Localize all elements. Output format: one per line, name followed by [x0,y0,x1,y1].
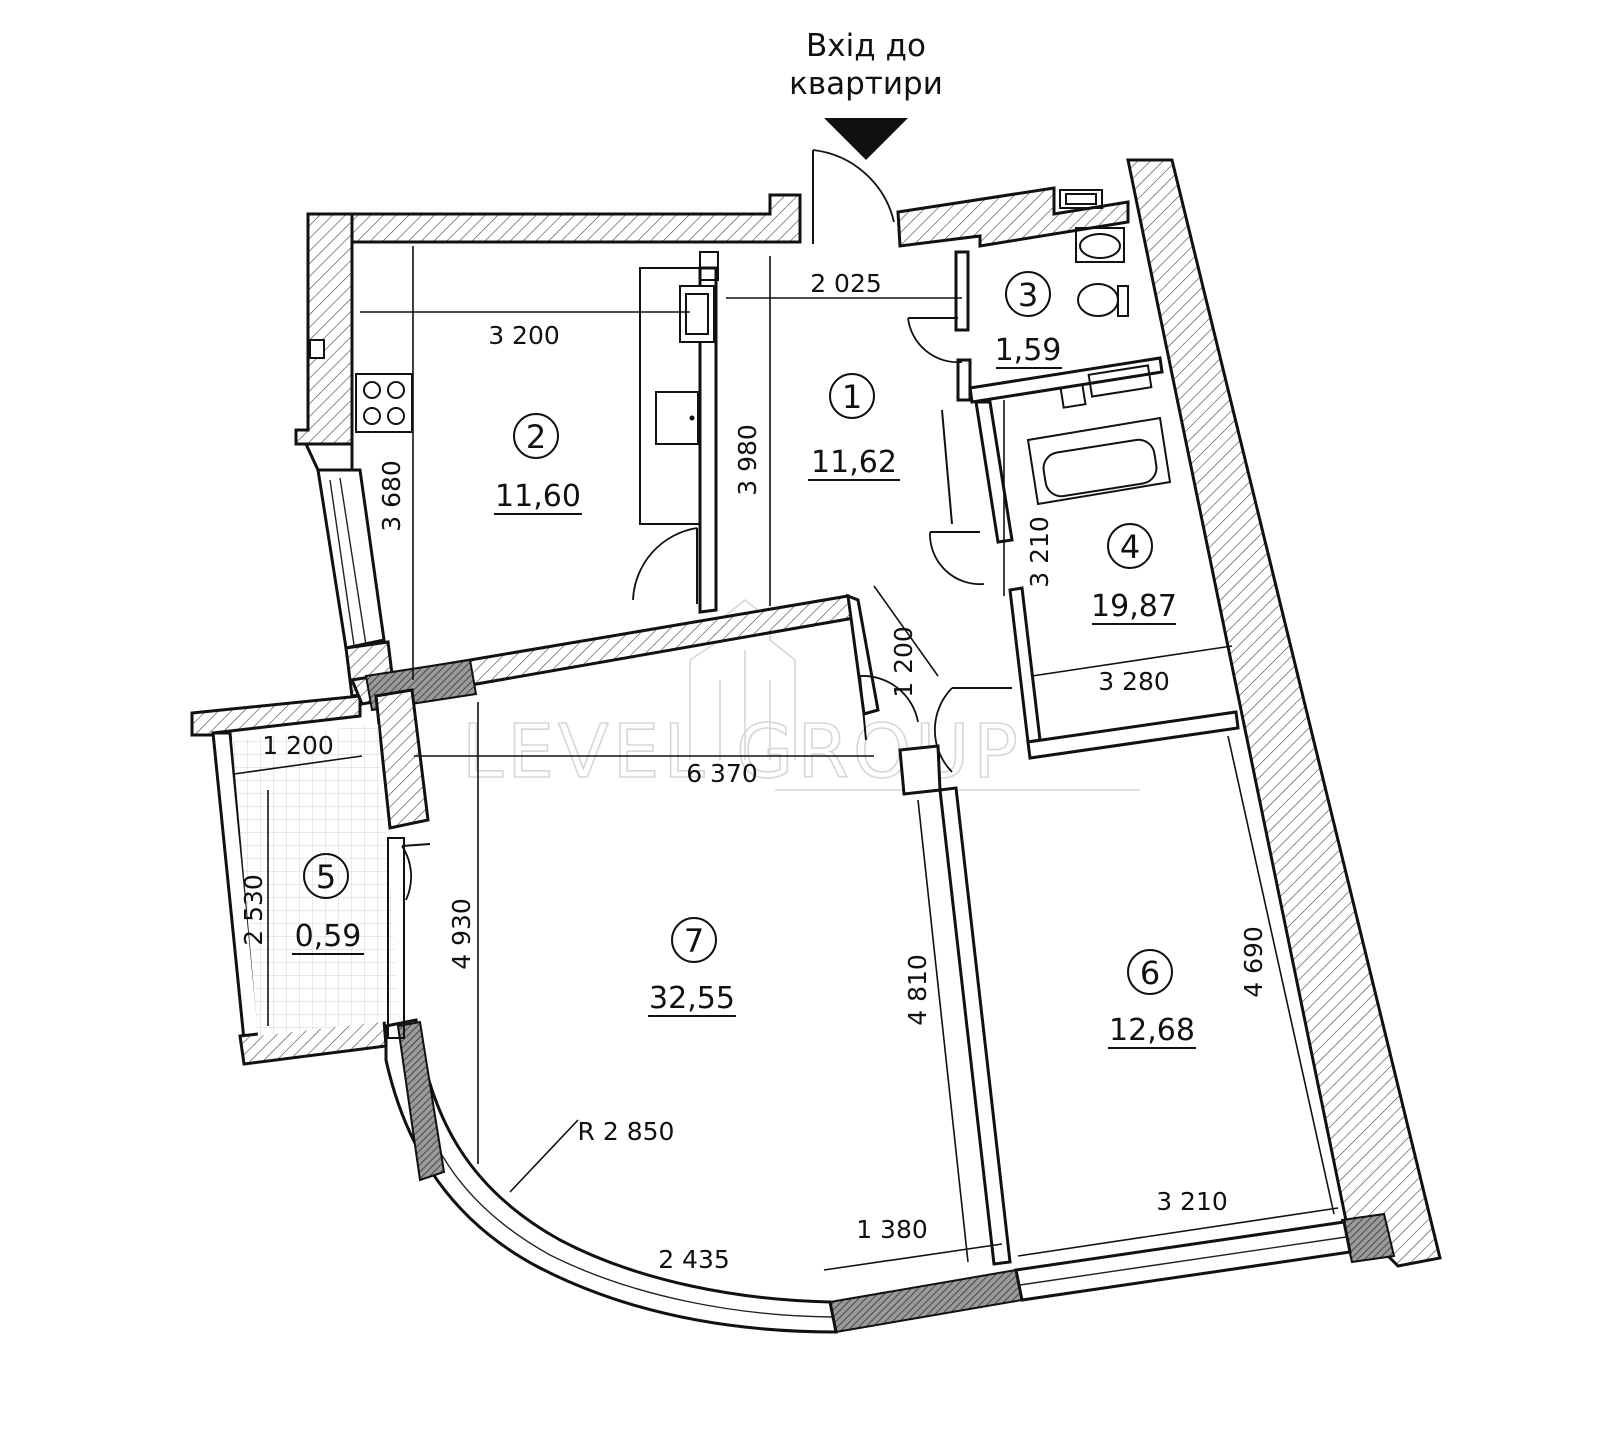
room-2: 2 11,60 [494,413,582,515]
dim-living-depth: 4 930 [447,898,476,970]
room-1: 1 11,62 [808,373,900,481]
interior-walls [349,250,1396,1334]
dim-radius: R 2 850 [578,1117,675,1146]
room-7: 7 32,55 [648,917,736,1017]
room-number: 3 [1018,276,1038,314]
left-window-walls [303,442,396,698]
entrance-marker: Вхід до квартири [789,28,943,160]
room-area: 12,68 [1109,1013,1195,1048]
dim-balcony-depth: 2 530 [239,874,268,946]
room-area: 1,59 [995,333,1062,368]
room-number: 4 [1120,528,1140,566]
doors [401,149,1012,901]
room-number: 5 [316,858,336,896]
dim-bedroom-width: 3 210 [1156,1187,1228,1216]
dim-hall-width: 2 025 [810,269,882,298]
dim-kitchen-width: 3 200 [488,321,560,350]
entrance-arrow-icon [824,118,908,160]
room-5: 5 0,59 [292,853,364,955]
room-area: 11,62 [811,445,897,480]
dim-living-width: 6 370 [686,759,758,788]
dimension-lines [233,246,1339,1271]
dim-passage: 1 200 [889,626,918,698]
room-area: 11,60 [495,479,581,514]
curved-wall [384,1018,838,1334]
dim-bath-width: 3 280 [1098,667,1170,696]
entrance-label-line1: Вхід до [806,28,926,64]
room-4: 4 19,87 [1091,523,1177,625]
room-number: 2 [526,418,546,456]
fixtures [232,189,1172,1039]
watermark: LEVEL GROUP [461,598,1140,796]
room-number: 1 [842,378,862,416]
room-area: 32,55 [649,981,735,1016]
dim-hall-depth: 3 980 [733,424,762,496]
room-6: 6 12,68 [1108,949,1196,1049]
exterior-walls [190,158,1442,1268]
dim-bath-depth: 3 210 [1025,516,1054,588]
room-area: 19,87 [1091,589,1177,624]
dim-window-run: 1 380 [856,1215,928,1244]
dim-living-right: 4 810 [903,954,932,1026]
dim-bedroom-depth: 4 690 [1239,926,1268,998]
dim-kitchen-depth: 3 680 [377,460,406,532]
room-number: 7 [684,922,704,960]
room-number: 6 [1140,954,1160,992]
room-area: 0,59 [295,919,362,954]
dim-balcony-width: 1 200 [262,731,334,760]
room-3: 3 1,59 [995,271,1062,369]
dim-arc-chord: 2 435 [658,1245,730,1274]
entrance-label-line2: квартири [789,66,943,102]
dimension-labels: 3 200 3 680 2 025 3 980 3 210 3 280 1 20… [239,269,1268,1274]
